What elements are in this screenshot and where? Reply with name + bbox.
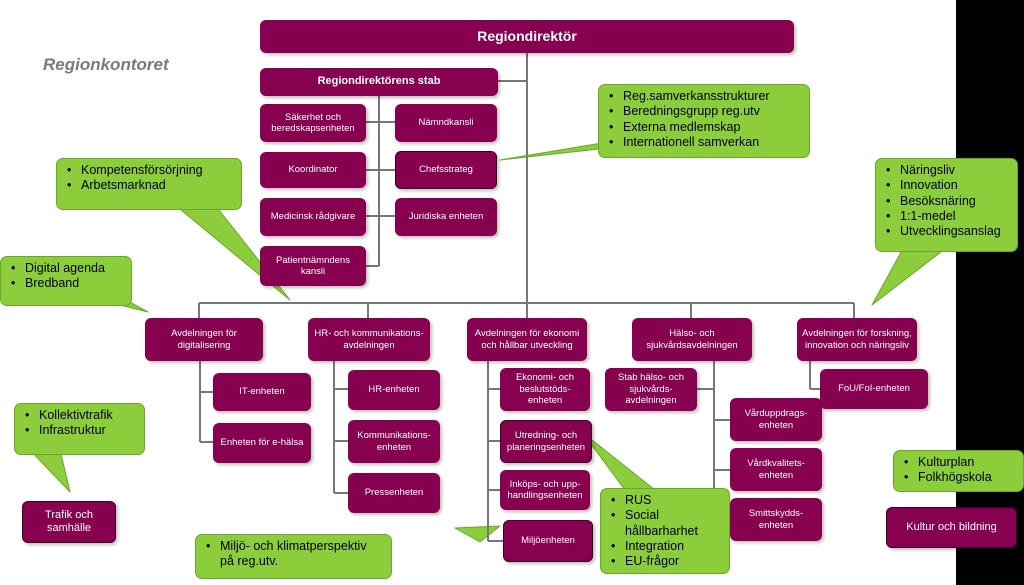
callout-item: Kollektivtrafik <box>23 408 136 424</box>
box-koordinator: Koordinator <box>260 152 366 188</box>
box-kultur: Kultur och bildning <box>886 507 1017 548</box>
callout-item: Utvecklingsanslag <box>884 224 1009 240</box>
box-juridiska: Juridiska enheten <box>395 198 497 236</box>
callout-item: Kompetensförsörjning <box>65 163 233 179</box>
box-vardkvalitet: Vårdkvalitets-enheten <box>730 448 822 491</box>
page-title: Regionkontoret <box>43 55 169 74</box>
callout-item: Social hållbarharhet <box>609 508 721 539</box>
box-fou: FoU/FoI-enheten <box>820 369 928 409</box>
callout-stab: Reg.samverkansstrukturer Beredningsgrupp… <box>598 84 810 158</box>
callout-item: Bredband <box>9 276 123 292</box>
callout-item: Internationell samverkan <box>607 135 801 151</box>
box-press: Pressenheten <box>348 473 440 513</box>
box-stab: Regiondirektörens stab <box>260 68 498 96</box>
box-miljo: Miljöenheten <box>503 520 593 562</box>
callout-hr: Kompetensförsörjning Arbetsmarknad <box>56 158 242 210</box>
callout-item: Folkhögskola <box>902 470 1015 486</box>
box-dept-forskning: Avdelningen för forskning, innovation oc… <box>797 318 917 361</box>
box-smittskydd: Smittskydds-enheten <box>730 498 822 541</box>
callout-item: Innovation <box>884 178 1009 194</box>
callout-item: Externa medlemskap <box>607 120 801 136</box>
callout-item: RUS <box>609 493 721 509</box>
box-dept-digitalisering: Avdelningen för digitalisering <box>145 318 263 361</box>
box-patientnamnd: Patientnämndens kansli <box>260 246 366 286</box>
callout-forskning: Näringsliv Innovation Besöksnäring 1:1-m… <box>875 158 1018 252</box>
callout-item: Näringsliv <box>884 163 1009 179</box>
callout-item: Miljö- och klimatperspektiv på reg.utv. <box>204 539 383 570</box>
callout-item: Besöksnäring <box>884 194 1009 210</box>
box-it-enheten: IT-enheten <box>213 373 311 411</box>
callout-item: Digital agenda <box>9 261 123 277</box>
callout-item: Integration <box>609 539 721 555</box>
callout-item: Beredningsgrupp reg.utv <box>607 104 801 120</box>
callout-item: Reg.samverkansstrukturer <box>607 89 801 105</box>
callout-trafik: Kollektivtrafik Infrastruktur <box>14 403 145 455</box>
box-medicinsk: Medicinsk rådgivare <box>260 198 366 236</box>
box-varduppdrag: Vårduppdrags-enheten <box>730 398 822 441</box>
box-inkop: Inköps- och upp-handlingsenheten <box>500 470 590 510</box>
box-dept-halso: Hälso- och sjukvårdsavdelningen <box>632 318 752 361</box>
box-kommunikation: Kommunikations-enheten <box>348 420 440 463</box>
box-namndkansli: Nämndkansli <box>395 104 497 142</box>
box-dept-hr: HR- och kommunikations-avdelningen <box>308 318 430 361</box>
callout-item: Infrastruktur <box>23 423 136 439</box>
box-sakerhet: Säkerhet och beredskapsenheten <box>260 104 366 142</box>
box-hr-enheten: HR-enheten <box>348 370 440 410</box>
callout-miljo: Miljö- och klimatperspektiv på reg.utv. <box>195 534 392 579</box>
box-stab-halso: Stab hälso- och sjukvårds-avdelningen <box>605 368 697 411</box>
box-ehalsa: Enheten för e-hälsa <box>213 423 311 463</box>
box-chefsstrateg: Chefsstrateg <box>395 151 497 189</box>
callout-item: EU-frågor <box>609 554 721 570</box>
box-trafik: Trafik och samhälle <box>22 501 116 543</box>
callout-item: Kulturplan <box>902 455 1015 471</box>
box-utredning: Utredning- och planeringsenheten <box>500 420 592 463</box>
box-dept-ekonomi: Avdelningen för ekonomi och hållbar utve… <box>467 318 587 361</box>
callout-item: Arbetsmarknad <box>65 178 233 194</box>
callout-digital: Digital agenda Bredband <box>0 256 132 306</box>
callout-utredning: RUS Social hållbarharhet Integration EU-… <box>600 488 730 574</box>
callout-kultur: Kulturplan Folkhögskola <box>893 450 1024 492</box>
callout-item: 1:1-medel <box>884 209 1009 225</box>
box-ekonomi-enhet: Ekonomi- och beslutstöds-enheten <box>500 368 590 411</box>
box-regiondirektor: Regiondirektör <box>260 20 794 53</box>
